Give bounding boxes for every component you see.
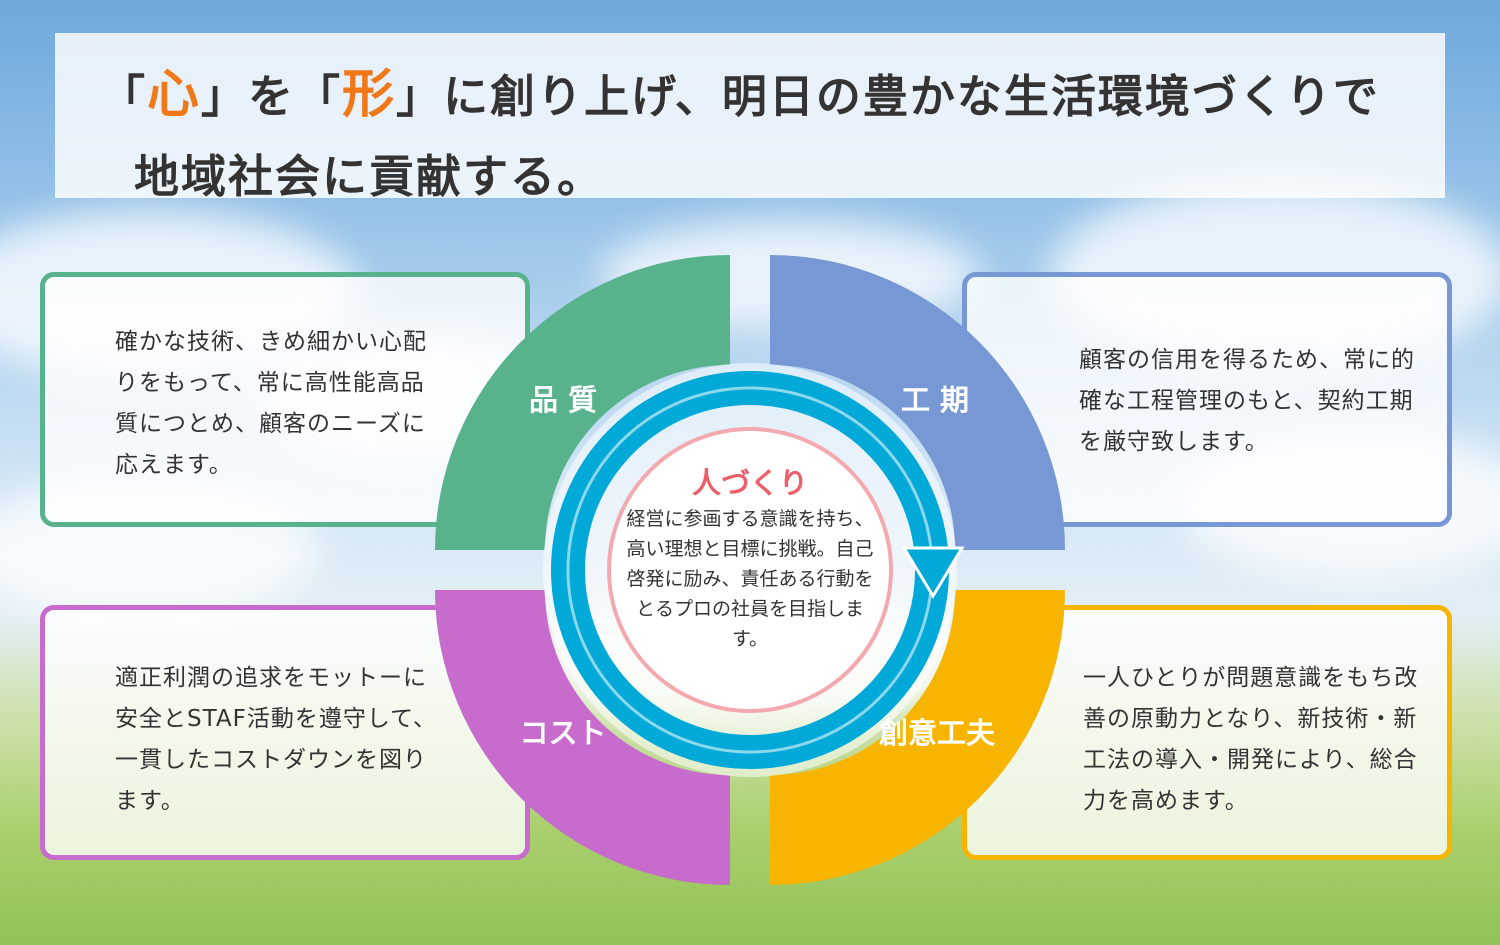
quality-description: 確かな技術、きめ細かい心配りをもって、常に高性能高品質につとめ、顧客のニーズに応… <box>115 329 427 478</box>
ingenuity-description: 一人ひとりが問題意識をもち改善の原動力となり、新技術・新工法の導入・開発により、… <box>1083 665 1419 814</box>
headline-connector: 」を「 <box>201 70 343 123</box>
schedule-segment <box>770 255 1065 550</box>
cycle-arrowhead <box>901 546 965 599</box>
center-circle <box>607 427 893 713</box>
schedule-label: 工 期 <box>901 383 969 417</box>
center-description: 経営に参画する意識を持ち、高い理想と目標に挑戦。自己啓発に励み、責任ある行動をと… <box>626 508 874 650</box>
cycle-arrow-inner-line <box>566 386 934 754</box>
headline-line2: 地域社会に貢献する。 <box>134 150 605 203</box>
headline-banner <box>55 33 1445 198</box>
ingenuity-segment <box>770 590 1065 885</box>
headline-accent-heart: 心 <box>147 64 202 125</box>
quality-label: 品 質 <box>529 383 597 417</box>
headline: 「心」を「形」に創り上げ、明日の豊かな生活環境づくりで 地域社会に貢献する。 <box>100 55 1420 217</box>
ingenuity-label: 創意工夫 <box>879 716 996 750</box>
center-content: 人づくり 経営に参画する意識を持ち、高い理想と目標に挑戦。自己啓発に励み、責任あ… <box>619 462 881 654</box>
cost-segment <box>435 590 730 885</box>
headline-rest: 」に創り上げ、明日の豊かな生活環境づくりで <box>396 70 1380 123</box>
bracket-open: 「 <box>100 70 148 123</box>
cost-label: コスト <box>519 716 606 750</box>
center-title: 人づくり <box>691 466 808 500</box>
headline-accent-form: 形 <box>342 64 397 125</box>
headline-line1: 「心」を「形」に創り上げ、明日の豊かな生活環境づくりで <box>100 64 1380 125</box>
schedule-description: 顧客の信用を得るため、常に的確な工程管理のもと、契約工期を厳守致します。 <box>1079 347 1415 455</box>
cost-description: 適正利潤の追求をモットーに安全とSTAF活動を遵守して、一貫したコストダウンを図… <box>115 665 437 814</box>
quality-segment <box>435 255 730 550</box>
